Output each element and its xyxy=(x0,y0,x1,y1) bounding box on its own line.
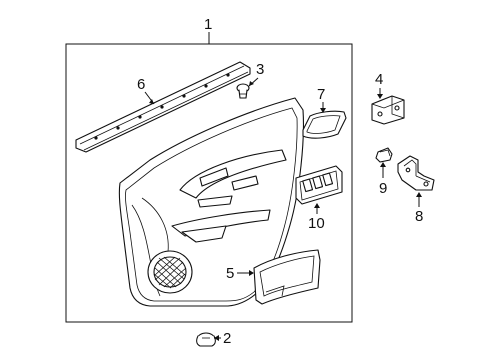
weatherstrip-part xyxy=(75,61,251,153)
callout-4: 4 xyxy=(375,71,383,88)
callout-1: 1 xyxy=(204,16,212,33)
callout-2: 2 xyxy=(223,330,231,347)
callout-3: 3 xyxy=(256,61,264,78)
pull-cup-part xyxy=(302,110,347,139)
callout-5: 5 xyxy=(226,265,234,282)
callout-9: 9 xyxy=(379,180,387,197)
clip-part xyxy=(196,332,216,347)
bracket-lower-part xyxy=(397,155,435,191)
callout-10: 10 xyxy=(308,215,325,232)
door-trim-panel-part xyxy=(118,97,304,307)
armrest-pocket-part xyxy=(253,249,321,305)
callout-6: 6 xyxy=(137,76,145,93)
screw-clip-part xyxy=(236,83,250,99)
window-switch-part xyxy=(295,165,343,205)
bracket-upper-part xyxy=(371,95,405,125)
callout-8: 8 xyxy=(415,208,423,225)
grommet-part xyxy=(375,147,393,163)
callout-7: 7 xyxy=(317,86,325,103)
